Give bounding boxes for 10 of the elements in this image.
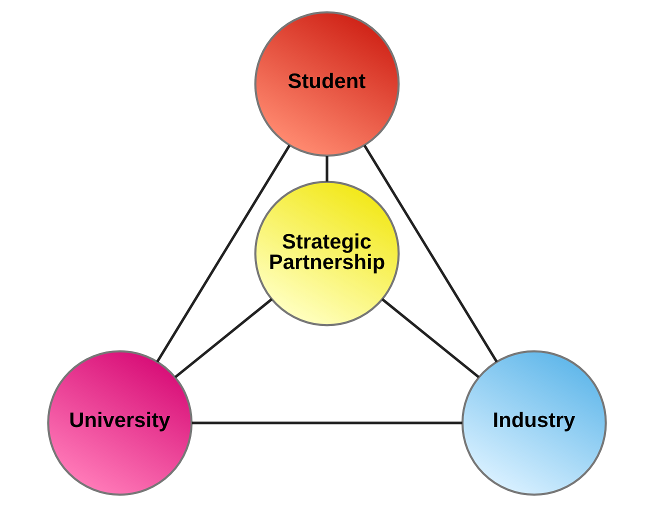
connector [381, 298, 480, 378]
node-circle: Industry [461, 350, 607, 496]
connector [192, 422, 462, 424]
node-circle: Student [254, 11, 400, 157]
node-circle: Strategic Partnership [254, 180, 400, 326]
connector [363, 144, 498, 362]
node-circle: University [47, 350, 193, 496]
connector [326, 156, 328, 182]
connector [174, 298, 273, 378]
connector [156, 144, 291, 362]
